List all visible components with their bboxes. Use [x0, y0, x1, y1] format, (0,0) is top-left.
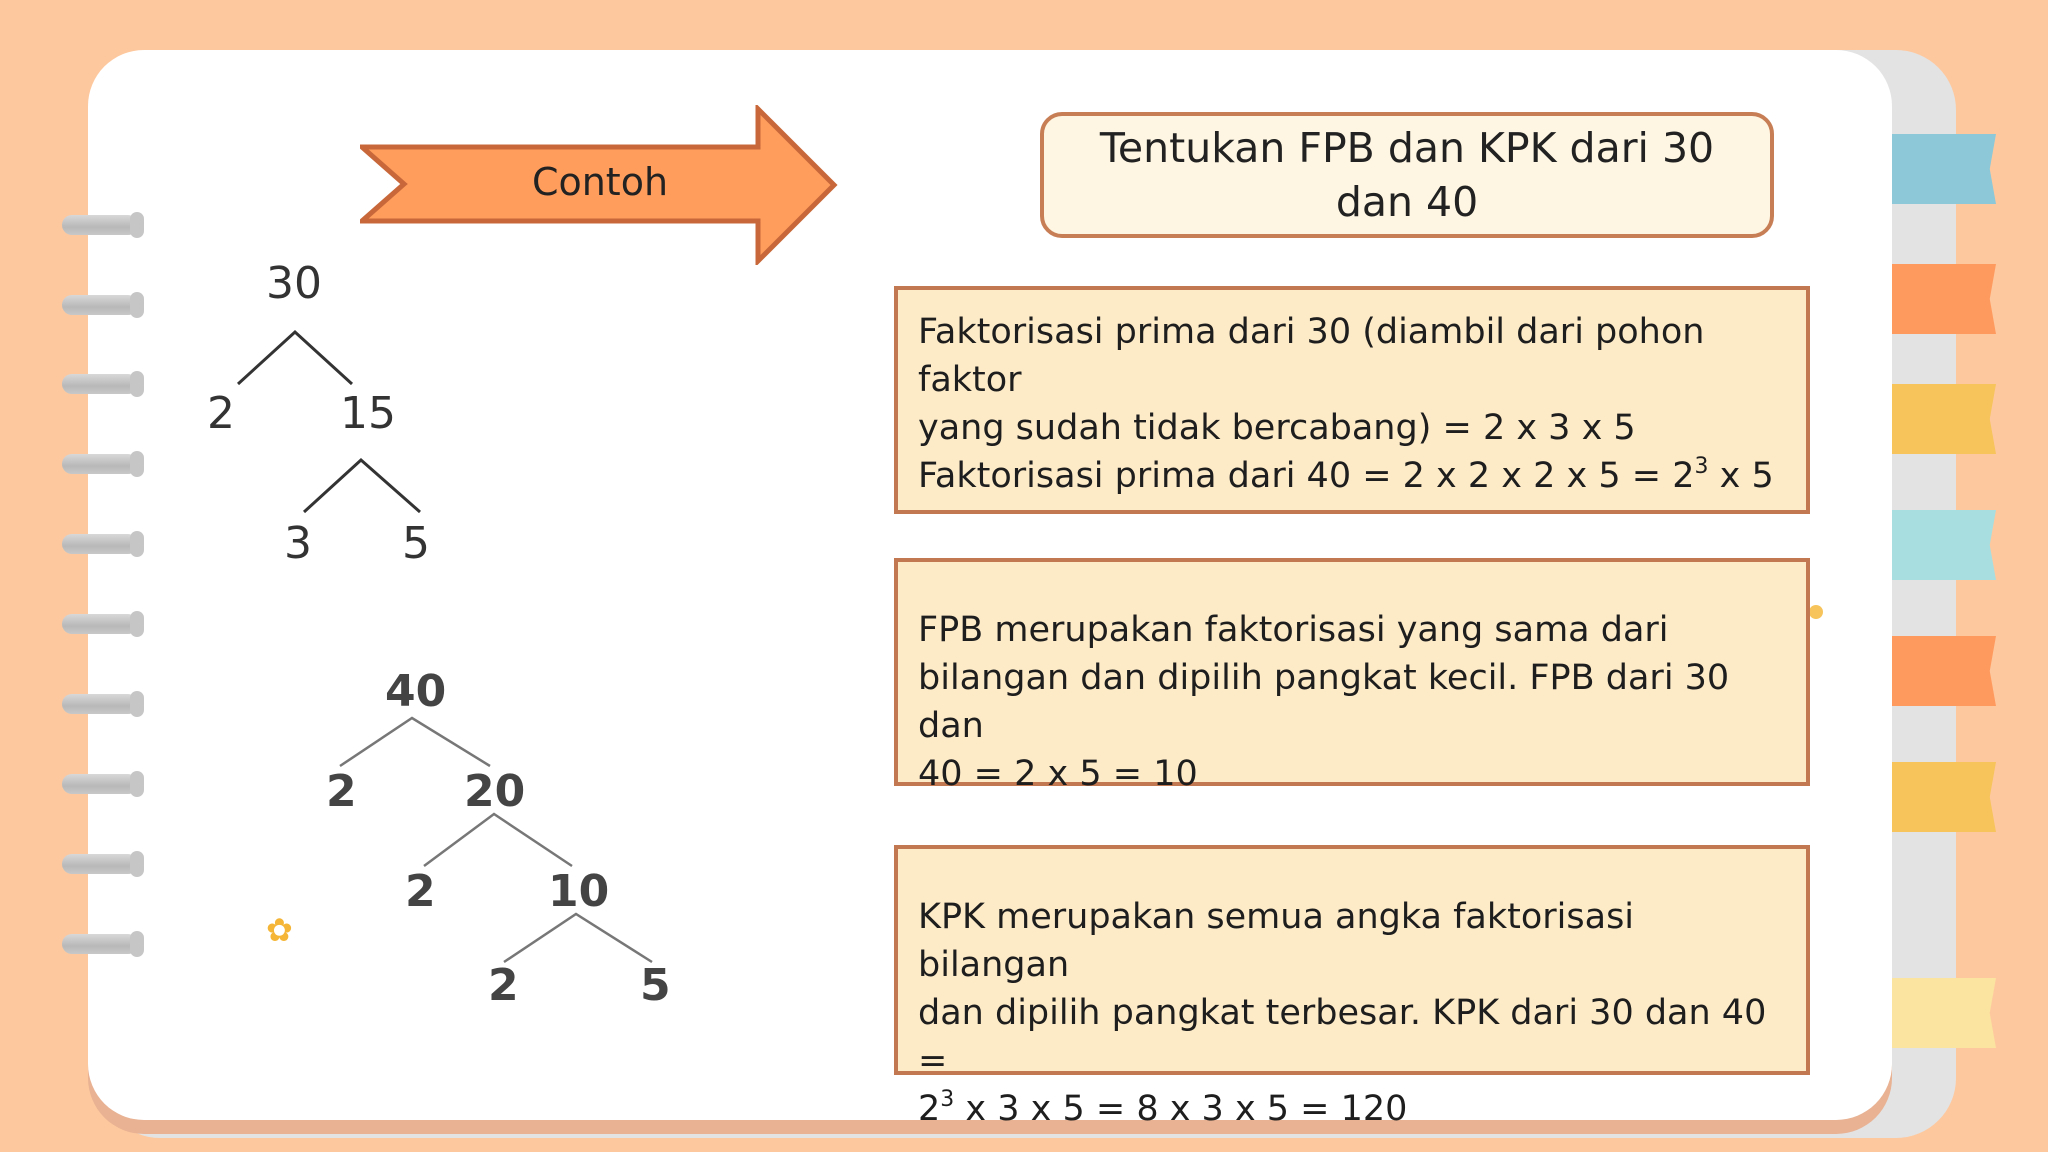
fpb-explanation-box: FPB merupakan faktorisasi yang sama dari… — [894, 558, 1810, 794]
tree-30-factor: 2 — [207, 388, 235, 439]
spiral-ring — [62, 851, 144, 877]
question-title: Tentukan FPB dan KPK dari 30 dan 40 — [1099, 124, 1715, 226]
flower-icon: ✿ — [266, 911, 293, 949]
spiral-ring — [62, 292, 144, 318]
box2-line: FPB merupakan faktorisasi yang sama dari — [918, 610, 1669, 650]
box3-line: KPK merupakan semua angka faktorisasi bi… — [918, 897, 1635, 985]
bookmark-tab-cream — [1892, 978, 1996, 1048]
arrow-banner — [360, 105, 838, 265]
bookmark-tab-blue — [1892, 134, 1996, 204]
example-label: Contoh — [531, 160, 669, 204]
prime-factorization-box: Faktorisasi prima dari 30 (diambil dari … — [894, 286, 1810, 514]
tree-40-factor: 20 — [464, 766, 526, 817]
tree-30-root: 30 — [266, 258, 322, 309]
bookmark-tab-yellow-2 — [1892, 762, 1996, 832]
decorative-dot — [1809, 605, 1823, 619]
spiral-ring — [62, 212, 144, 238]
tree-30-factor: 5 — [402, 518, 430, 569]
spiral-ring — [62, 771, 144, 797]
tree-40-root: 40 — [385, 666, 447, 717]
spiral-ring — [62, 611, 144, 637]
spiral-ring — [62, 531, 144, 557]
question-title-box: Tentukan FPB dan KPK dari 30 dan 40 — [1040, 112, 1774, 238]
box1-line: Faktorisasi prima dari 40 = 2 x 2 x 2 x … — [918, 454, 1774, 497]
box1-line: Faktorisasi prima dari 30 (diambil dari … — [918, 312, 1705, 400]
bookmark-tab-orange — [1892, 264, 1996, 334]
tree-40-factor: 2 — [488, 960, 519, 1011]
tree-40-factor: 2 — [326, 766, 357, 817]
spiral-ring — [62, 931, 144, 957]
box3-line: dan dipilih pangkat terbesar. KPK dari 3… — [918, 993, 1767, 1081]
box2-line: bilangan dan dipilih pangkat kecil. FPB … — [918, 658, 1730, 746]
tree-30-factor: 3 — [284, 518, 312, 569]
tree-40-factor: 2 — [405, 866, 436, 917]
box1-line: yang sudah tidak bercabang) = 2 x 3 x 5 — [918, 408, 1636, 448]
spiral-ring — [62, 371, 144, 397]
spiral-ring — [62, 451, 144, 477]
box2-line: 40 = 2 x 5 = 10 — [918, 754, 1198, 794]
bookmark-tab-mint — [1892, 510, 1996, 580]
box3-line: 23 x 3 x 5 = 8 x 3 x 5 = 120 — [918, 1087, 1408, 1130]
kpk-explanation-box: KPK merupakan semua angka faktorisasi bi… — [894, 845, 1810, 1129]
tree-30-factor: 15 — [340, 388, 396, 439]
tree-40-factor: 10 — [548, 866, 610, 917]
bookmark-tab-yellow — [1892, 384, 1996, 454]
spiral-ring — [62, 691, 144, 717]
tree-40-factor: 5 — [640, 960, 671, 1011]
bookmark-tab-orange-2 — [1892, 636, 1996, 706]
